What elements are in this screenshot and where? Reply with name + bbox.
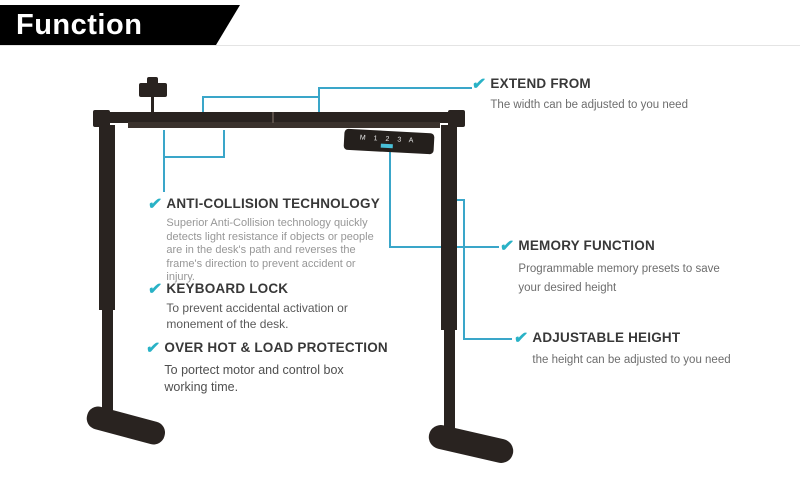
callout-title: KEYBOARD LOCK <box>166 281 289 296</box>
callout-body: The width can be adjusted to you need <box>490 99 688 111</box>
check-icon: ✔ <box>498 238 515 255</box>
check-icon: ✔ <box>470 76 487 93</box>
callout-anti-collision: ✔ ANTI-COLLISION TECHNOLOGY Superior Ant… <box>146 196 386 285</box>
pendant-cable <box>151 96 154 114</box>
extend-callout-line <box>318 87 472 113</box>
extend-bracket-line <box>202 96 319 113</box>
control-keypad: M 1 2 3 A <box>343 128 435 155</box>
header-banner: Function <box>0 5 240 45</box>
callout-title: MEMORY FUNCTION <box>518 238 655 253</box>
left-leg-lower <box>102 305 113 418</box>
keypad-display <box>380 143 393 149</box>
left-leg-upper <box>99 125 115 310</box>
keypad-body <box>343 128 435 155</box>
memory-callout-line <box>389 152 499 248</box>
callout-body: Programmable memory presets to save your… <box>518 263 720 294</box>
beam-top-rail <box>95 112 459 123</box>
callout-over-hot-load-protection: ✔ OVER HOT & LOAD PROTECTION To portect … <box>144 340 388 396</box>
header-divider <box>0 45 800 46</box>
right-foot <box>428 425 514 463</box>
keypad-labels: M 1 2 3 A <box>360 135 417 145</box>
callout-title: ANTI-COLLISION TECHNOLOGY <box>166 196 380 211</box>
check-icon: ✔ <box>146 281 163 298</box>
callout-body: To prevent accidental activation or mone… <box>166 301 348 331</box>
callout-memory-function: ✔ MEMORY FUNCTION Programmable memory pr… <box>498 238 733 298</box>
page-title: Function <box>16 8 143 41</box>
check-icon: ✔ <box>144 340 161 357</box>
left-foot <box>86 406 166 445</box>
right-leg-lower <box>444 325 455 441</box>
check-icon: ✔ <box>512 330 529 347</box>
callout-title: ADJUSTABLE HEIGHT <box>532 330 681 345</box>
callout-extend-from: ✔ EXTEND FROM The width can be adjusted … <box>470 76 740 114</box>
callout-title: EXTEND FROM <box>490 76 591 91</box>
desk-frame <box>86 77 514 463</box>
anti-collision-bracket-line <box>163 130 225 158</box>
callout-body: To portect motor and control box working… <box>164 363 344 394</box>
callout-title: OVER HOT & LOAD PROTECTION <box>164 340 388 355</box>
right-leg-upper <box>441 125 457 330</box>
callout-keyboard-lock: ✔ KEYBOARD LOCK To prevent accidental ac… <box>146 281 391 332</box>
callout-body: the height can be adjusted to you need <box>532 354 731 366</box>
callout-body: Superior Anti-Collision technology quick… <box>166 217 374 283</box>
beam-telescope-seam <box>272 112 274 123</box>
adjustable-callout-line <box>457 199 512 340</box>
callout-adjustable-height: ✔ ADJUSTABLE HEIGHT the height can be ad… <box>512 330 772 369</box>
beam-under-rail <box>128 122 440 128</box>
connector-lines <box>163 87 512 340</box>
check-icon: ✔ <box>146 196 163 213</box>
pendant-control <box>139 83 167 97</box>
